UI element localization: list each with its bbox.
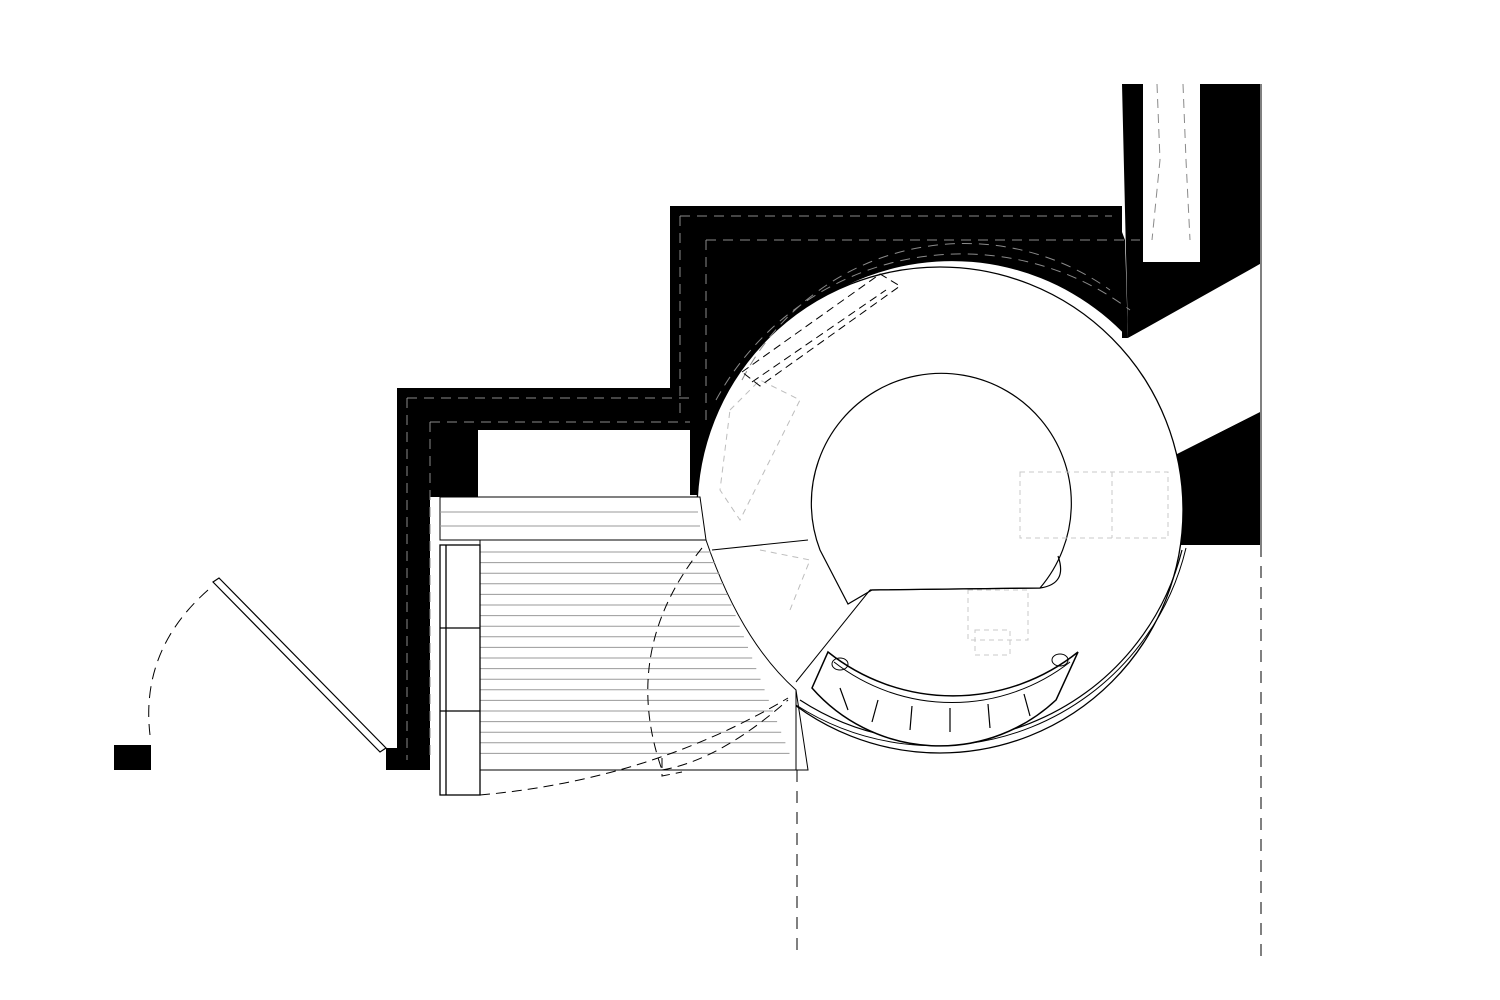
flue-hidden-lines — [1151, 83, 1191, 241]
stair-swing-arc-2 — [661, 758, 683, 777]
kitchen-counter-hidden — [967, 471, 1169, 656]
ceiling-beam-outline — [741, 273, 901, 387]
stair-treads — [480, 551, 790, 754]
stair-landing-treads — [440, 511, 700, 527]
pivot-door — [212, 577, 387, 753]
radial-line-2 — [795, 589, 871, 683]
stair-landing — [439, 496, 707, 541]
rotunda-outer-wall-line-2 — [795, 547, 1187, 747]
wall-hidden-ring — [715, 242, 1131, 401]
bench-end-cushion-right — [1051, 653, 1069, 667]
inner-core — [810, 372, 1072, 605]
curved-bench-seat-line — [833, 661, 1071, 703]
freestanding-post — [114, 745, 151, 770]
side-bench — [439, 544, 481, 796]
rotunda-hidden-lines — [719, 379, 811, 611]
radial-line-1 — [711, 539, 809, 551]
inner-core-edge — [869, 555, 1062, 591]
east-wall-mass — [1175, 412, 1260, 545]
chimney-flue — [1143, 84, 1200, 262]
rotunda-outer-wall-line — [799, 549, 1183, 742]
stair — [479, 539, 797, 771]
door-jamb — [386, 748, 400, 770]
wall-hidden-rect — [406, 215, 1140, 760]
projection-lines — [796, 545, 1262, 958]
stair-edge — [795, 689, 809, 771]
rotunda-wall-mass — [670, 206, 1128, 495]
bench-end-cushion-left — [831, 657, 849, 671]
ne-passage — [1128, 264, 1260, 455]
stair-swing-arc — [479, 547, 789, 796]
curved-bench-segments — [839, 687, 1031, 732]
curved-bench — [811, 650, 1079, 747]
door-swing-arc — [148, 589, 209, 736]
